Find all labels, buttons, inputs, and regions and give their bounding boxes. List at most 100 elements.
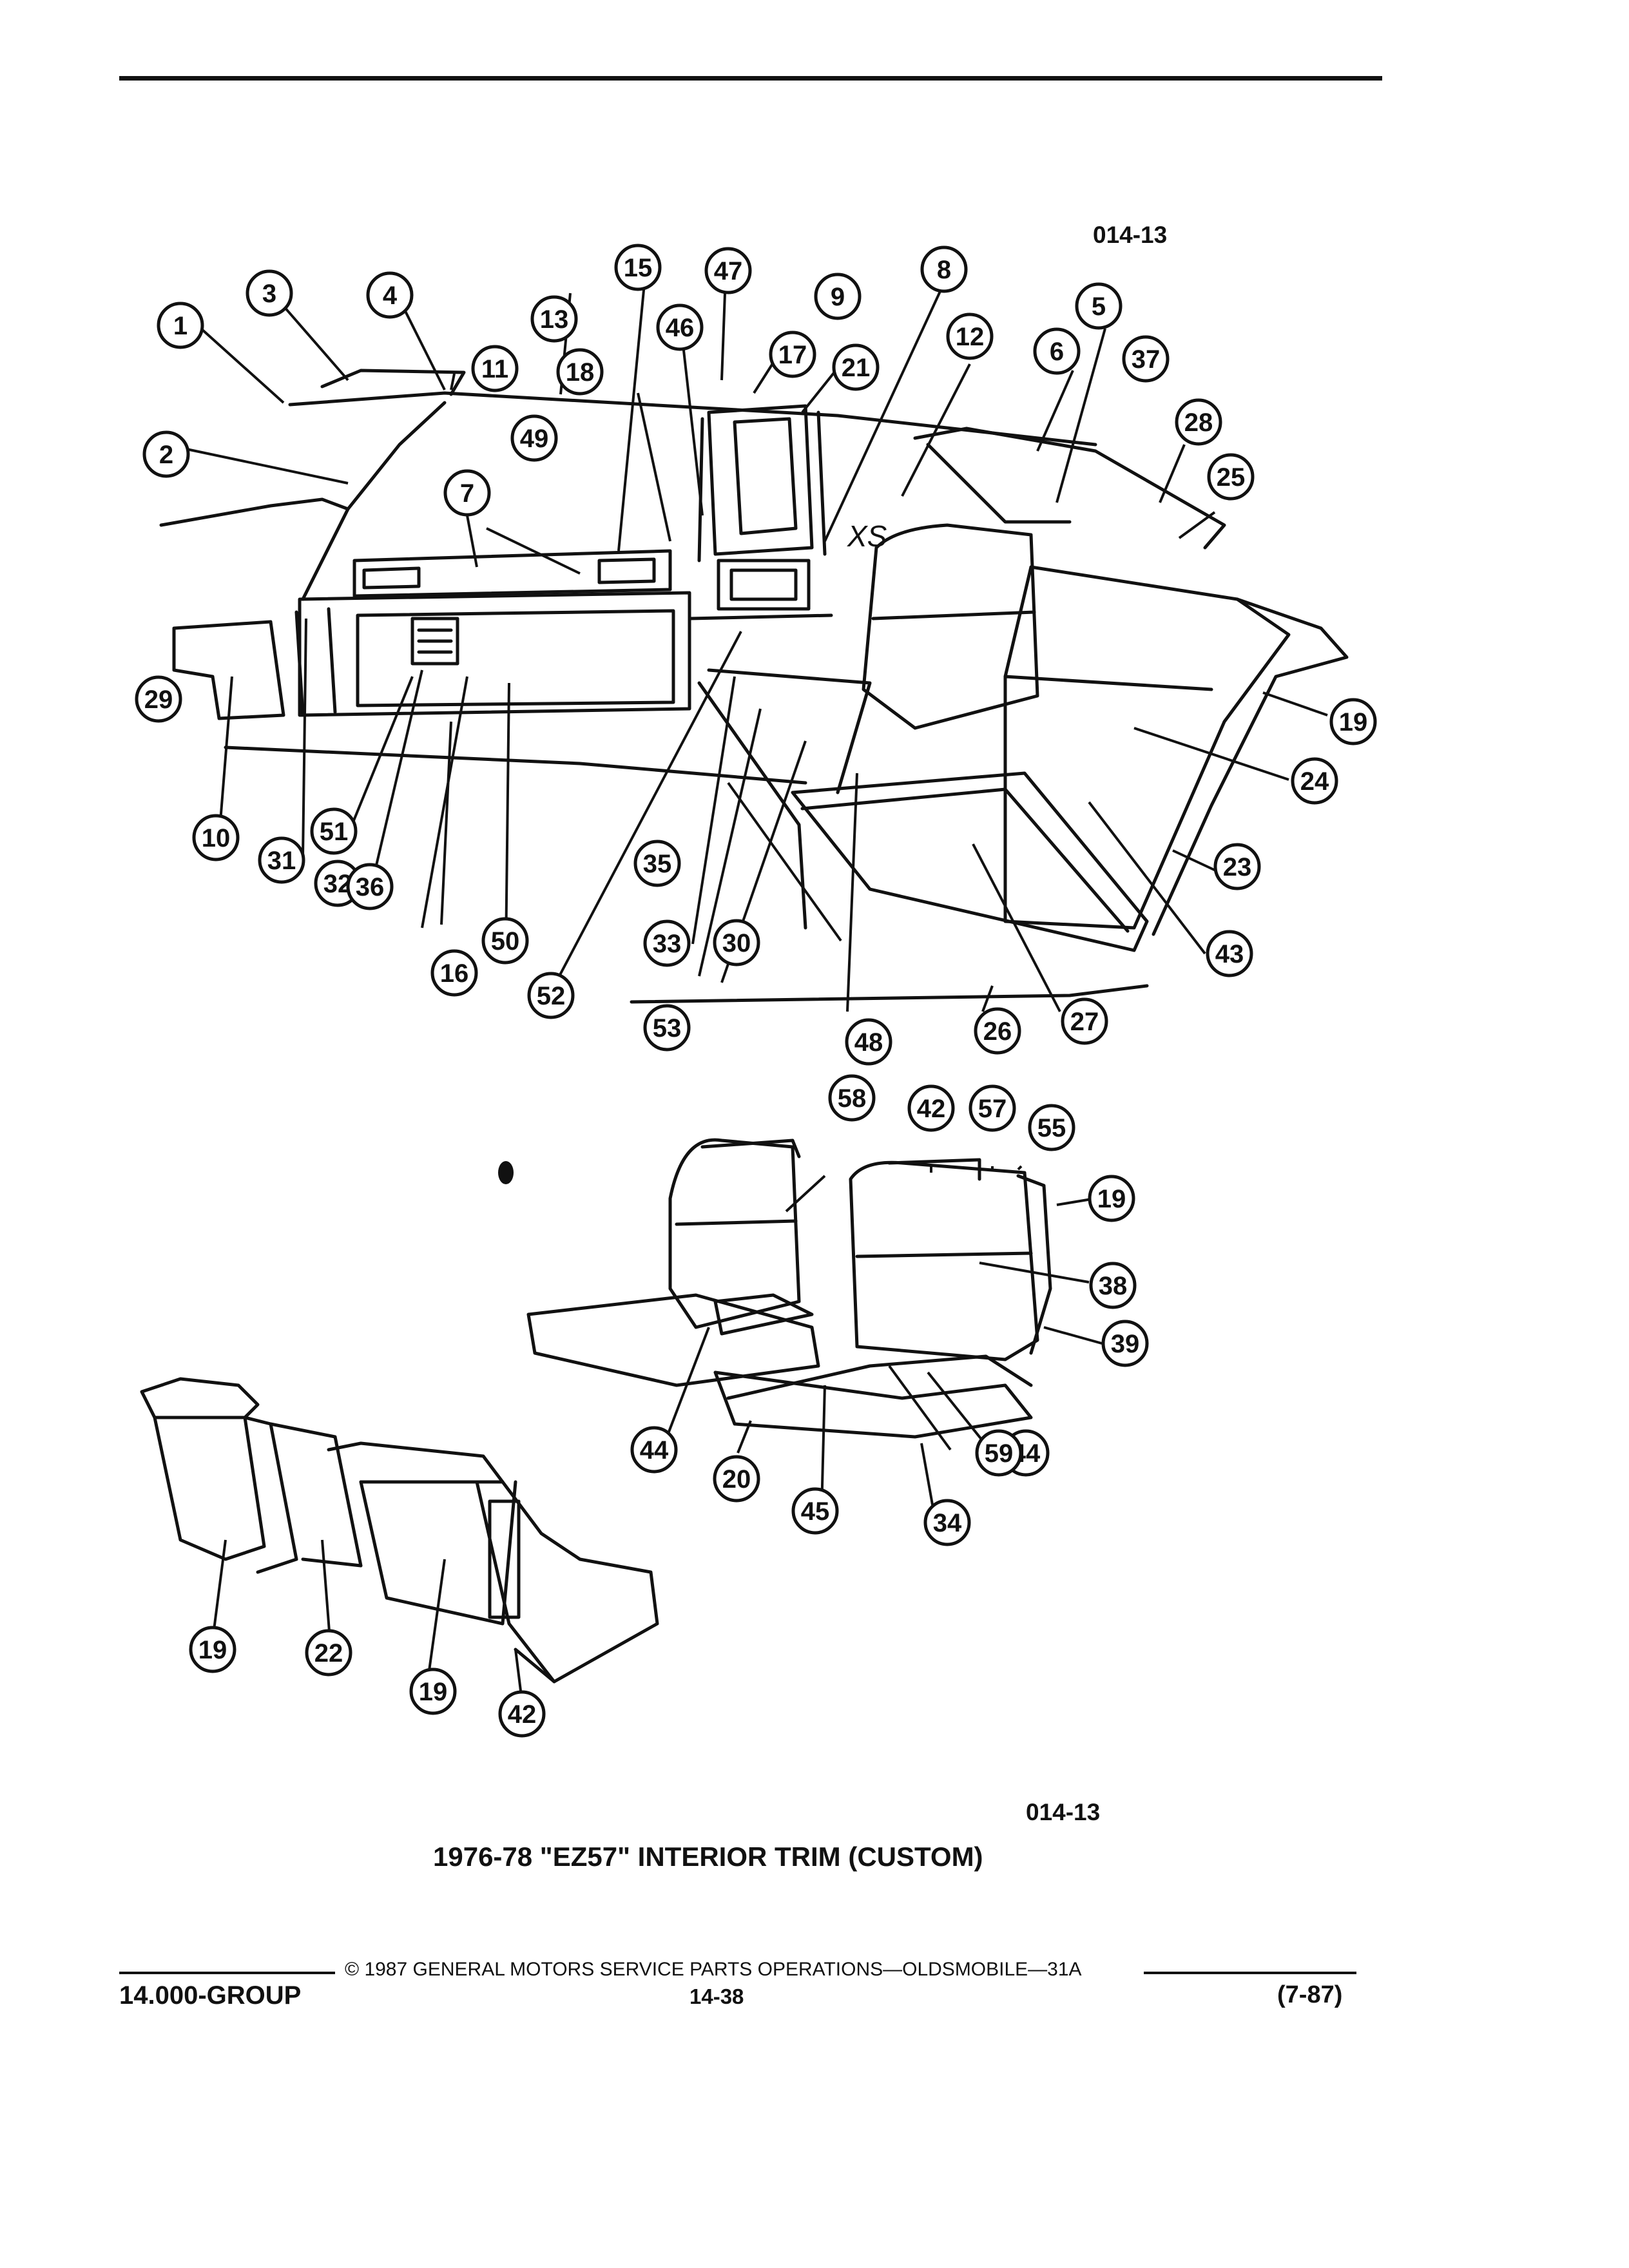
callout-number: 46 — [666, 314, 695, 342]
callout-number: 39 — [1111, 1330, 1140, 1358]
callout-52: 52 — [527, 972, 575, 1019]
xs-annotation: XS — [847, 519, 887, 553]
callout-8: 8 — [920, 245, 968, 293]
callout-circle — [471, 345, 519, 392]
callout-circle — [1329, 698, 1377, 745]
footer-rule-right — [1144, 1972, 1356, 1974]
callout-circle — [510, 414, 558, 462]
callout-57: 57 — [969, 1084, 1016, 1132]
callout-number: 53 — [653, 1014, 682, 1043]
callout-10: 10 — [192, 814, 240, 861]
callout-number: 42 — [917, 1095, 946, 1123]
callout-number: 6 — [1050, 338, 1064, 366]
callout-5: 5 — [1075, 282, 1123, 330]
callout-circle — [974, 1007, 1021, 1055]
callout-number: 3 — [262, 280, 276, 308]
callout-circle — [633, 840, 681, 887]
callout-circle — [845, 1018, 892, 1066]
callout-number: 2 — [159, 441, 173, 469]
callout-16: 16 — [430, 949, 478, 997]
callout-number: 48 — [854, 1028, 883, 1057]
callout-circle — [769, 331, 816, 378]
callout-number: 45 — [801, 1497, 830, 1526]
callout-circle — [923, 1499, 971, 1546]
callout-43: 43 — [1206, 930, 1253, 977]
callout-42: 42 — [907, 1084, 955, 1132]
callout-59: 59 — [975, 1429, 1023, 1477]
callout-35: 35 — [633, 840, 681, 887]
callout-circle — [832, 343, 880, 391]
callout-7: 7 — [443, 469, 491, 517]
callout-number: 8 — [937, 256, 951, 284]
callout-circle — [1207, 453, 1255, 501]
callout-number: 37 — [1132, 345, 1161, 374]
callout-number: 21 — [842, 354, 871, 382]
callout-12: 12 — [946, 312, 994, 360]
callout-circle — [430, 949, 478, 997]
callout-circle — [246, 269, 293, 317]
callout-26: 26 — [974, 1007, 1021, 1055]
callout-24: 24 — [1291, 757, 1338, 805]
callout-circle — [258, 836, 305, 884]
footer-date: (7-87) — [1277, 1981, 1343, 2008]
callout-50: 50 — [481, 917, 529, 965]
callout-28: 28 — [1175, 398, 1222, 446]
callout-number: 38 — [1099, 1272, 1128, 1300]
callout-58: 58 — [828, 1074, 876, 1122]
callout-circle — [643, 1004, 691, 1052]
callout-number: 42 — [508, 1700, 537, 1729]
callout-37: 37 — [1122, 335, 1170, 383]
callout-circle — [791, 1487, 839, 1535]
callout-number: 20 — [722, 1465, 751, 1494]
callout-19: 19 — [189, 1626, 236, 1673]
callout-circle — [969, 1084, 1016, 1132]
callout-number: 51 — [320, 818, 349, 846]
callout-number: 17 — [778, 341, 807, 369]
callout-number: 58 — [838, 1084, 867, 1113]
callout-circle — [643, 919, 691, 967]
callout-circle — [310, 807, 358, 855]
callout-38: 38 — [1089, 1262, 1137, 1309]
callout-25: 25 — [1207, 453, 1255, 501]
callout-circle — [828, 1074, 876, 1122]
callout-circle — [498, 1690, 546, 1738]
callout-number: 44 — [640, 1436, 669, 1465]
callout-19: 19 — [1329, 698, 1377, 745]
figure-code-bottom: 014-13 — [1026, 1799, 1101, 1825]
callout-49: 49 — [510, 414, 558, 462]
callout-number: 19 — [1339, 708, 1368, 736]
callout-9: 9 — [814, 273, 862, 320]
callout-13: 13 — [530, 295, 578, 343]
callout-circle — [1033, 327, 1081, 375]
callout-number: 22 — [314, 1639, 343, 1667]
callout-circle — [157, 302, 204, 349]
callout-circle — [346, 863, 394, 910]
callout-31: 31 — [258, 836, 305, 884]
callout-number: 19 — [198, 1636, 227, 1664]
callout-number: 11 — [481, 355, 508, 383]
callout-44: 44 — [630, 1426, 678, 1474]
footer-copyright: © 1987 GENERAL MOTORS SERVICE PARTS OPER… — [345, 1959, 1082, 1980]
callout-circle — [713, 1455, 760, 1503]
callout-48: 48 — [845, 1018, 892, 1066]
callout-number: 49 — [520, 425, 549, 453]
callout-2: 2 — [142, 430, 190, 478]
callout-circle — [1028, 1104, 1075, 1151]
callout-circle — [1213, 843, 1261, 890]
callout-number: 52 — [537, 982, 566, 1010]
callout-number: 26 — [983, 1017, 1012, 1046]
callout-circle — [142, 430, 190, 478]
callout-number: 31 — [267, 847, 296, 875]
callout-circle — [975, 1429, 1023, 1477]
callout-42: 42 — [498, 1690, 546, 1738]
callout-number: 28 — [1184, 408, 1213, 437]
callout-36: 36 — [346, 863, 394, 910]
callout-number: 57 — [978, 1095, 1007, 1123]
footer-page: 14-38 — [689, 1984, 744, 2008]
callout-number: 13 — [540, 305, 569, 334]
callout-number: 5 — [1092, 293, 1106, 321]
callout-circle — [656, 303, 704, 351]
callout-circle — [305, 1629, 352, 1677]
callout-circle — [135, 675, 182, 723]
